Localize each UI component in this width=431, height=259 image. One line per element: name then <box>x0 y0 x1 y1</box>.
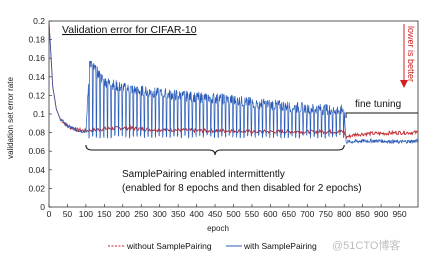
annotations: Validation error for CIFAR-10 fine tunin… <box>6 24 418 252</box>
x-tick-label: 100 <box>79 209 93 219</box>
samplepairing-note-line2: (enabled for 8 epochs and then disabled … <box>122 183 362 194</box>
x-axis-label: epoch <box>207 224 229 233</box>
lower-is-better-label: lower is better <box>406 26 416 82</box>
legend-label-with: with SamplePairing <box>243 241 317 251</box>
x-tick-label: 0 <box>47 209 52 219</box>
x-tick-label: 250 <box>134 209 148 219</box>
x-tick-label: 50 <box>63 209 73 219</box>
samplepairing-note-line1: SamplePairing enabled intermittently <box>122 169 285 180</box>
fine-tuning-bracket <box>345 112 418 118</box>
x-tick-label: 900 <box>374 209 388 219</box>
chart-title: Validation error for CIFAR-10 <box>62 24 197 36</box>
x-tick-label: 450 <box>208 209 222 219</box>
x-tick-label: 550 <box>245 209 259 219</box>
x-tick-label: 650 <box>282 209 296 219</box>
y-tick-label: 0.2 <box>33 16 45 26</box>
watermark: @51CTO博客 <box>332 238 400 252</box>
y-tick-label: 0.02 <box>28 183 45 193</box>
y-tick-label: 0.16 <box>28 53 45 63</box>
y-tick-label: 0.04 <box>28 165 45 175</box>
x-tick-label: 400 <box>190 209 204 219</box>
y-tick-label: 0 <box>40 202 45 212</box>
x-tick-label: 950 <box>392 209 406 219</box>
lower-is-better-arrowhead <box>400 80 408 88</box>
axes: 0 50 100 150 200 250 300 350 400 450 500 550 600 650 7… <box>28 16 419 219</box>
y-tick-label: 0.12 <box>28 90 45 100</box>
y-axis-label: validation set error rate <box>6 77 15 159</box>
x-tick-label: 300 <box>153 209 167 219</box>
x-tick-label: 500 <box>226 209 240 219</box>
series-layer <box>48 20 419 145</box>
x-tick-label: 600 <box>263 209 277 219</box>
y-tick-label: 0.18 <box>28 35 45 45</box>
y-tick-label: 0.1 <box>33 109 45 119</box>
x-tick-label: 200 <box>116 209 130 219</box>
y-tick-label: 0.08 <box>28 128 45 138</box>
series-with-samplepairing <box>48 20 419 145</box>
x-tick-label: 700 <box>300 209 314 219</box>
y-tick-label: 0.06 <box>28 146 45 156</box>
x-tick-label: 750 <box>319 209 333 219</box>
legend-label-without: without SamplePairing <box>126 241 212 251</box>
x-tick-label: 350 <box>171 209 185 219</box>
y-tick-label: 0.14 <box>28 72 45 82</box>
x-tick-label: 850 <box>356 209 370 219</box>
fine-tuning-label: fine tuning <box>355 99 401 110</box>
x-tick-label: 800 <box>337 209 351 219</box>
x-tick-label: 150 <box>97 209 111 219</box>
samplepairing-brace <box>85 144 345 156</box>
